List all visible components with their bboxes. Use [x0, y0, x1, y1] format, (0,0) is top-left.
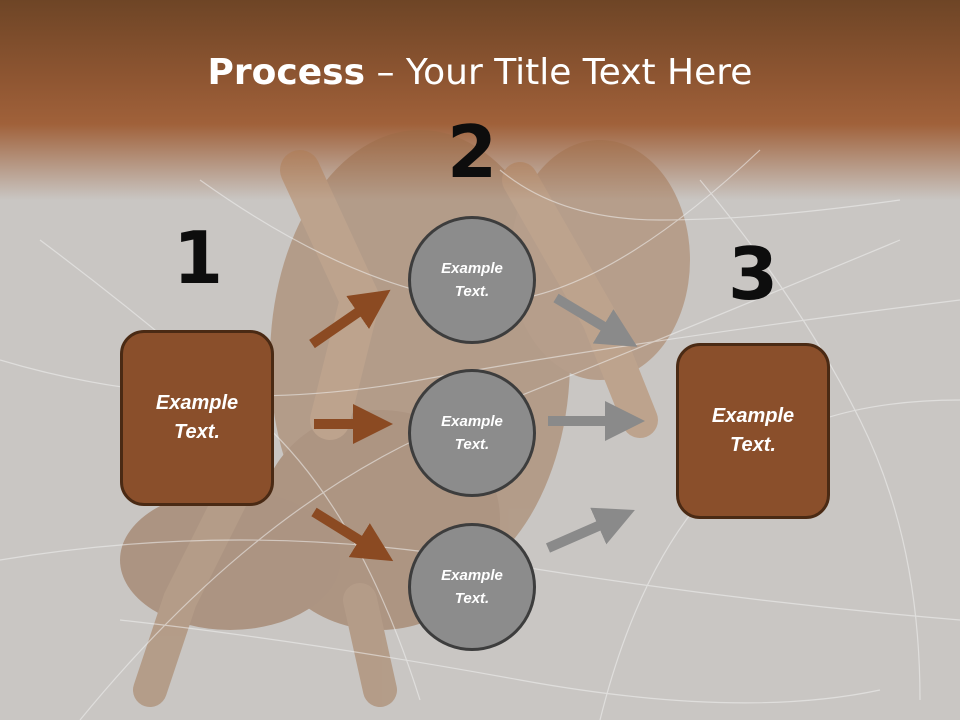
circle-bottom-line2: Text.: [454, 590, 490, 607]
step-3-text: Example Text.: [703, 402, 803, 460]
title-rest: – Your Title Text Here: [365, 52, 753, 93]
step-3-box: Example Text.: [676, 343, 830, 519]
step-1-box: Example Text.: [120, 330, 274, 506]
circle-top-line2: Text.: [454, 283, 490, 300]
step-2-circle-bottom: Example Text.: [408, 523, 536, 651]
title-bold: Process: [207, 52, 366, 93]
step-2-circle-middle: Example Text.: [408, 369, 536, 497]
step-number-3: 3: [727, 232, 779, 316]
circle-middle-line2: Text.: [454, 436, 490, 453]
circle-bottom-line1: Example: [441, 567, 503, 584]
circle-top-line1: Example: [441, 260, 503, 277]
step-3-line2: Text.: [730, 434, 776, 456]
step-1-line1: Example: [155, 392, 239, 414]
step-number-2: 2: [446, 110, 498, 194]
slide-title: Process – Your Title Text Here: [0, 52, 960, 93]
step-number-1: 1: [172, 216, 224, 300]
step-1-text: Example Text.: [147, 389, 247, 447]
step-3-line1: Example: [711, 405, 795, 427]
step-1-line2: Text.: [174, 421, 220, 443]
step-2-circle-top: Example Text.: [408, 216, 536, 344]
header-band: [0, 0, 960, 200]
circle-middle-line1: Example: [441, 413, 503, 430]
